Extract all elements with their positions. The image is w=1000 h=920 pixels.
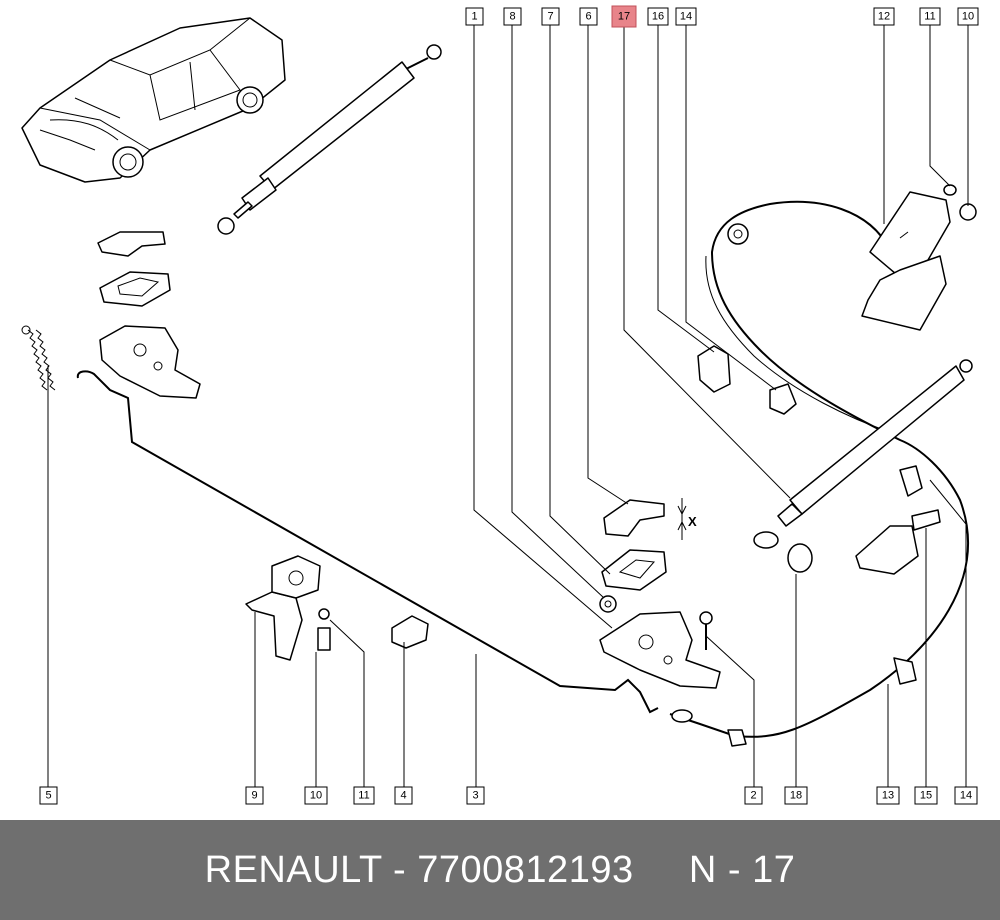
eye-terminal [671,709,747,747]
cable-bracket [855,465,941,575]
callout-15: 15 [914,786,938,805]
callout-4: 4 [394,786,413,805]
lock-left [245,555,321,661]
svg-text:14: 14 [960,790,972,802]
release-handle [861,191,951,331]
cable-clip [769,383,797,415]
strut-clip-18 [787,543,813,573]
cable-clip-13 [893,657,917,685]
callout-10-top: 10 [957,7,979,26]
bonnet-strut-lower [753,359,973,549]
callout-8: 8 [503,7,522,26]
callout-2: 2 [744,786,763,805]
leader-lines-top [473,24,969,629]
callout-18: 18 [784,786,808,805]
nut-8 [599,595,617,613]
callout-7: 7 [541,7,560,26]
callout-14-bottom: 14 [954,786,978,805]
callout-3: 3 [466,786,485,805]
parts-diagram: X 1 8 7 6 17 16 14 12 11 10 5 9 10 1 [21,5,979,805]
part-number-title: RENAULT - 7700812193 N - 17 [204,848,796,891]
washer-11 [943,184,957,196]
plate-upper-left [97,231,171,307]
callout-9: 9 [245,786,264,805]
svg-text:10: 10 [310,790,322,802]
dimension-label: X [688,514,697,529]
clip [391,615,429,649]
callout-13: 13 [876,786,900,805]
svg-text:12: 12 [878,11,890,23]
svg-text:9: 9 [251,790,257,802]
svg-text:11: 11 [924,11,935,23]
callout-5: 5 [39,786,58,805]
release-cable-outer [705,255,897,435]
svg-text:15: 15 [920,790,932,802]
svg-text:8: 8 [509,11,515,23]
callout-11-top: 11 [919,7,941,26]
latch-upper-left [99,325,201,399]
svg-text:2: 2 [750,790,756,802]
bonnet-strut-upper [217,44,442,235]
bolt-left [317,608,331,651]
car-illustration [21,17,286,183]
callout-10-bottom: 10 [304,786,328,805]
callout-16: 16 [647,7,669,26]
svg-text:6: 6 [585,11,591,23]
svg-text:13: 13 [882,790,894,802]
svg-text:17: 17 [618,11,630,23]
callout-12: 12 [873,7,895,26]
callout-6: 6 [579,7,598,26]
callout-11-bottom: 11 [353,786,375,805]
callout-17: 17 [611,5,637,28]
svg-text:11: 11 [358,790,369,802]
svg-text:18: 18 [790,790,802,802]
svg-text:3: 3 [472,790,478,802]
bonnet-latch [599,611,721,689]
svg-text:1: 1 [471,11,477,23]
svg-text:7: 7 [547,11,553,23]
plate-center-7 [601,549,667,591]
callout-14-top: 14 [675,7,697,26]
cable-grommet [727,223,749,245]
svg-text:16: 16 [652,11,664,23]
dimension-marker: X [677,498,697,540]
svg-text:4: 4 [400,790,406,802]
svg-text:14: 14 [680,11,692,23]
svg-text:10: 10 [962,11,974,23]
release-rod [76,370,659,714]
footer-bar: RENAULT - 7700812193 N - 17 [0,820,1000,920]
plate-center-6 [603,499,665,537]
leader-lines-bottom [47,366,967,788]
nut-10 [959,203,977,221]
svg-text:5: 5 [45,790,51,802]
spring [21,325,56,391]
cable-guide [697,345,731,393]
callout-1: 1 [465,7,484,26]
